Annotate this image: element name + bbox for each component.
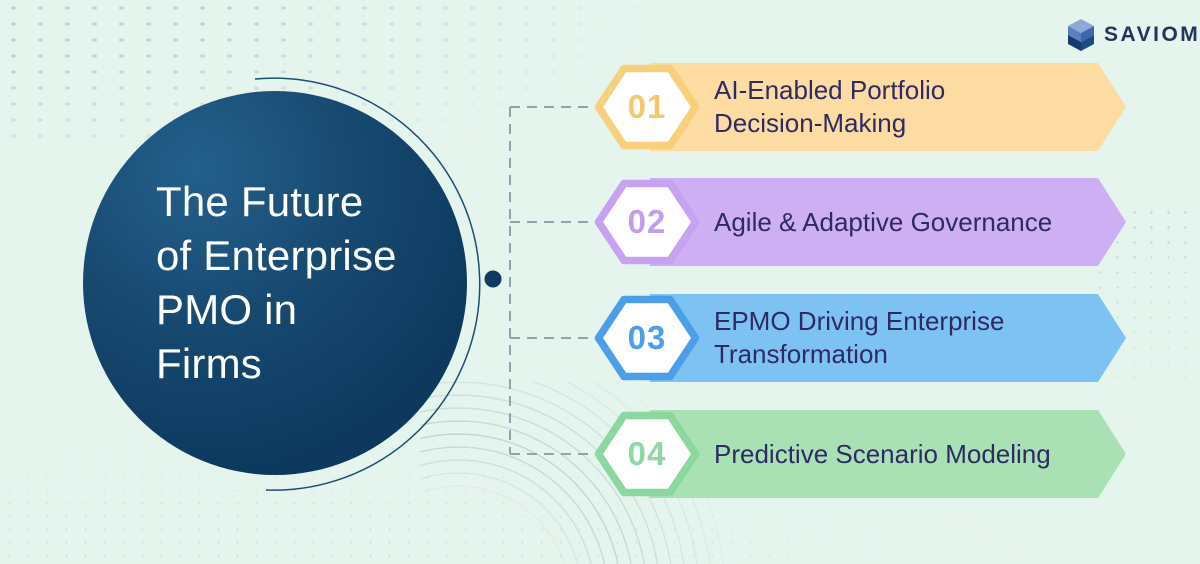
page-title: The Future of Enterprise PMO in Firms: [156, 175, 397, 391]
step-label-line: EPMO Driving Enterprise: [714, 306, 1005, 336]
step-label-line: Decision-Making: [714, 108, 907, 138]
step-number-2: 02: [627, 203, 667, 240]
saviom-logo-icon: [1068, 19, 1094, 51]
step-label-line: Predictive Scenario Modeling: [714, 438, 1051, 469]
step-banner-arrow-2: [650, 178, 1126, 266]
brand-name: SAVIOM: [1104, 23, 1200, 46]
step-label-4: Predictive Scenario Modeling: [714, 410, 1096, 498]
step-banner-arrow-3: [650, 294, 1126, 382]
step-label-line: Transformation: [714, 339, 888, 369]
step-label-2: Agile & Adaptive Governance: [714, 178, 1096, 266]
step-banner-arrow-1: [650, 63, 1126, 151]
step-item-3: 03 EPMO Driving Enterprise Transformatio…: [594, 294, 1126, 382]
step-label-line: Agile & Adaptive Governance: [714, 206, 1053, 237]
step-hexagon-badge-4: [594, 411, 700, 497]
brand-logo: SAVIOM: [1066, 16, 1200, 54]
step-number-3: 03: [627, 319, 667, 356]
title-line-2: of Enterprise: [156, 232, 397, 279]
title-line-3: PMO in: [156, 286, 298, 333]
step-item-1: 01 AI-Enabled Portfolio Decision-Making: [594, 63, 1126, 151]
step-item-4: 04 Predictive Scenario Modeling: [594, 410, 1126, 498]
step-label-3: EPMO Driving Enterprise Transformation: [714, 294, 1096, 382]
step-number-1: 01: [627, 88, 667, 125]
step-item-2: 02 Agile & Adaptive Governance: [594, 178, 1126, 266]
connector-dot: [484, 270, 502, 288]
step-hexagon-badge-2: [594, 179, 700, 265]
title-line-1: The Future: [156, 178, 364, 225]
step-number-4: 04: [627, 435, 667, 472]
step-hexagon-badge-1: [594, 64, 700, 150]
step-banner-arrow-4: [650, 410, 1126, 498]
title-line-4: Firms: [156, 340, 262, 387]
step-label-line: AI-Enabled Portfolio: [714, 75, 946, 105]
step-hexagon-badge-3: [594, 295, 700, 381]
title-circle: The Future of Enterprise PMO in Firms: [83, 91, 467, 475]
step-label-1: AI-Enabled Portfolio Decision-Making: [714, 63, 1096, 151]
